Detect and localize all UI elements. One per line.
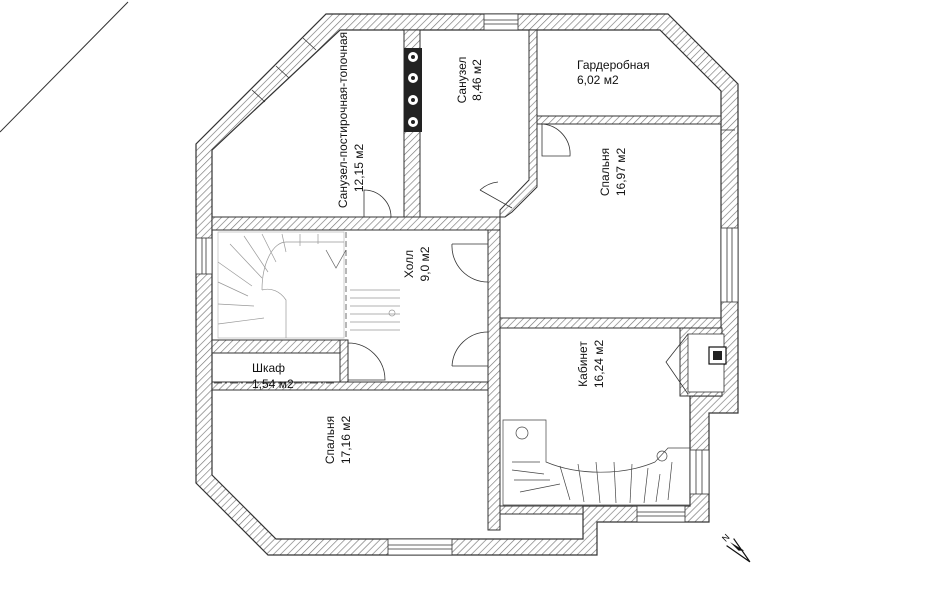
compass-icon: N [720, 532, 751, 563]
room-bedroom-sw: Спальня 17,16 м2 [323, 416, 353, 465]
boiler-units [404, 48, 422, 132]
svg-text:Шкаф: Шкаф [252, 361, 285, 375]
room-wardrobe: Гардеробная 6,02 м2 [577, 58, 650, 87]
svg-text:9,0 м2: 9,0 м2 [418, 246, 432, 281]
svg-text:Гардеробная: Гардеробная [577, 58, 650, 72]
room-closet: Шкаф 1,54 м2 [252, 361, 294, 391]
svg-text:Санузел: Санузел [455, 57, 469, 104]
svg-text:16,97 м2: 16,97 м2 [614, 148, 628, 197]
doors [347, 123, 571, 381]
room-bath-laundry: Санузел-постирочная-топочная 12,15 м2 [336, 32, 366, 208]
diagonal-windows [251, 37, 735, 131]
room-office: Кабинет 16,24 м2 [576, 340, 606, 389]
svg-text:17,16 м2: 17,16 м2 [339, 416, 353, 465]
staircase-main [217, 231, 400, 340]
svg-text:12,15 м2: 12,15 м2 [352, 144, 366, 193]
fireplace [665, 333, 727, 395]
svg-text:Санузел-постирочная-топочная: Санузел-постирочная-топочная [336, 32, 350, 208]
staircase-office [502, 419, 691, 506]
interior-walls [211, 29, 723, 531]
svg-text:6,02 м2: 6,02 м2 [577, 73, 619, 87]
svg-text:16,24 м2: 16,24 м2 [592, 340, 606, 389]
room-bath: Санузел 8,46 м2 [455, 57, 484, 104]
svg-text:1,54 м2: 1,54 м2 [252, 377, 294, 391]
room-hall: Холл 9,0 м2 [402, 246, 432, 281]
site-boundary-line [0, 1, 129, 133]
svg-text:N: N [720, 532, 732, 544]
svg-text:Спальня: Спальня [598, 148, 612, 196]
svg-text:8,46 м2: 8,46 м2 [470, 59, 484, 101]
svg-text:Кабинет: Кабинет [576, 341, 590, 387]
svg-text:Холл: Холл [402, 250, 416, 278]
room-bedroom-ne: Спальня 16,97 м2 [598, 148, 628, 197]
svg-text:Спальня: Спальня [323, 416, 337, 464]
